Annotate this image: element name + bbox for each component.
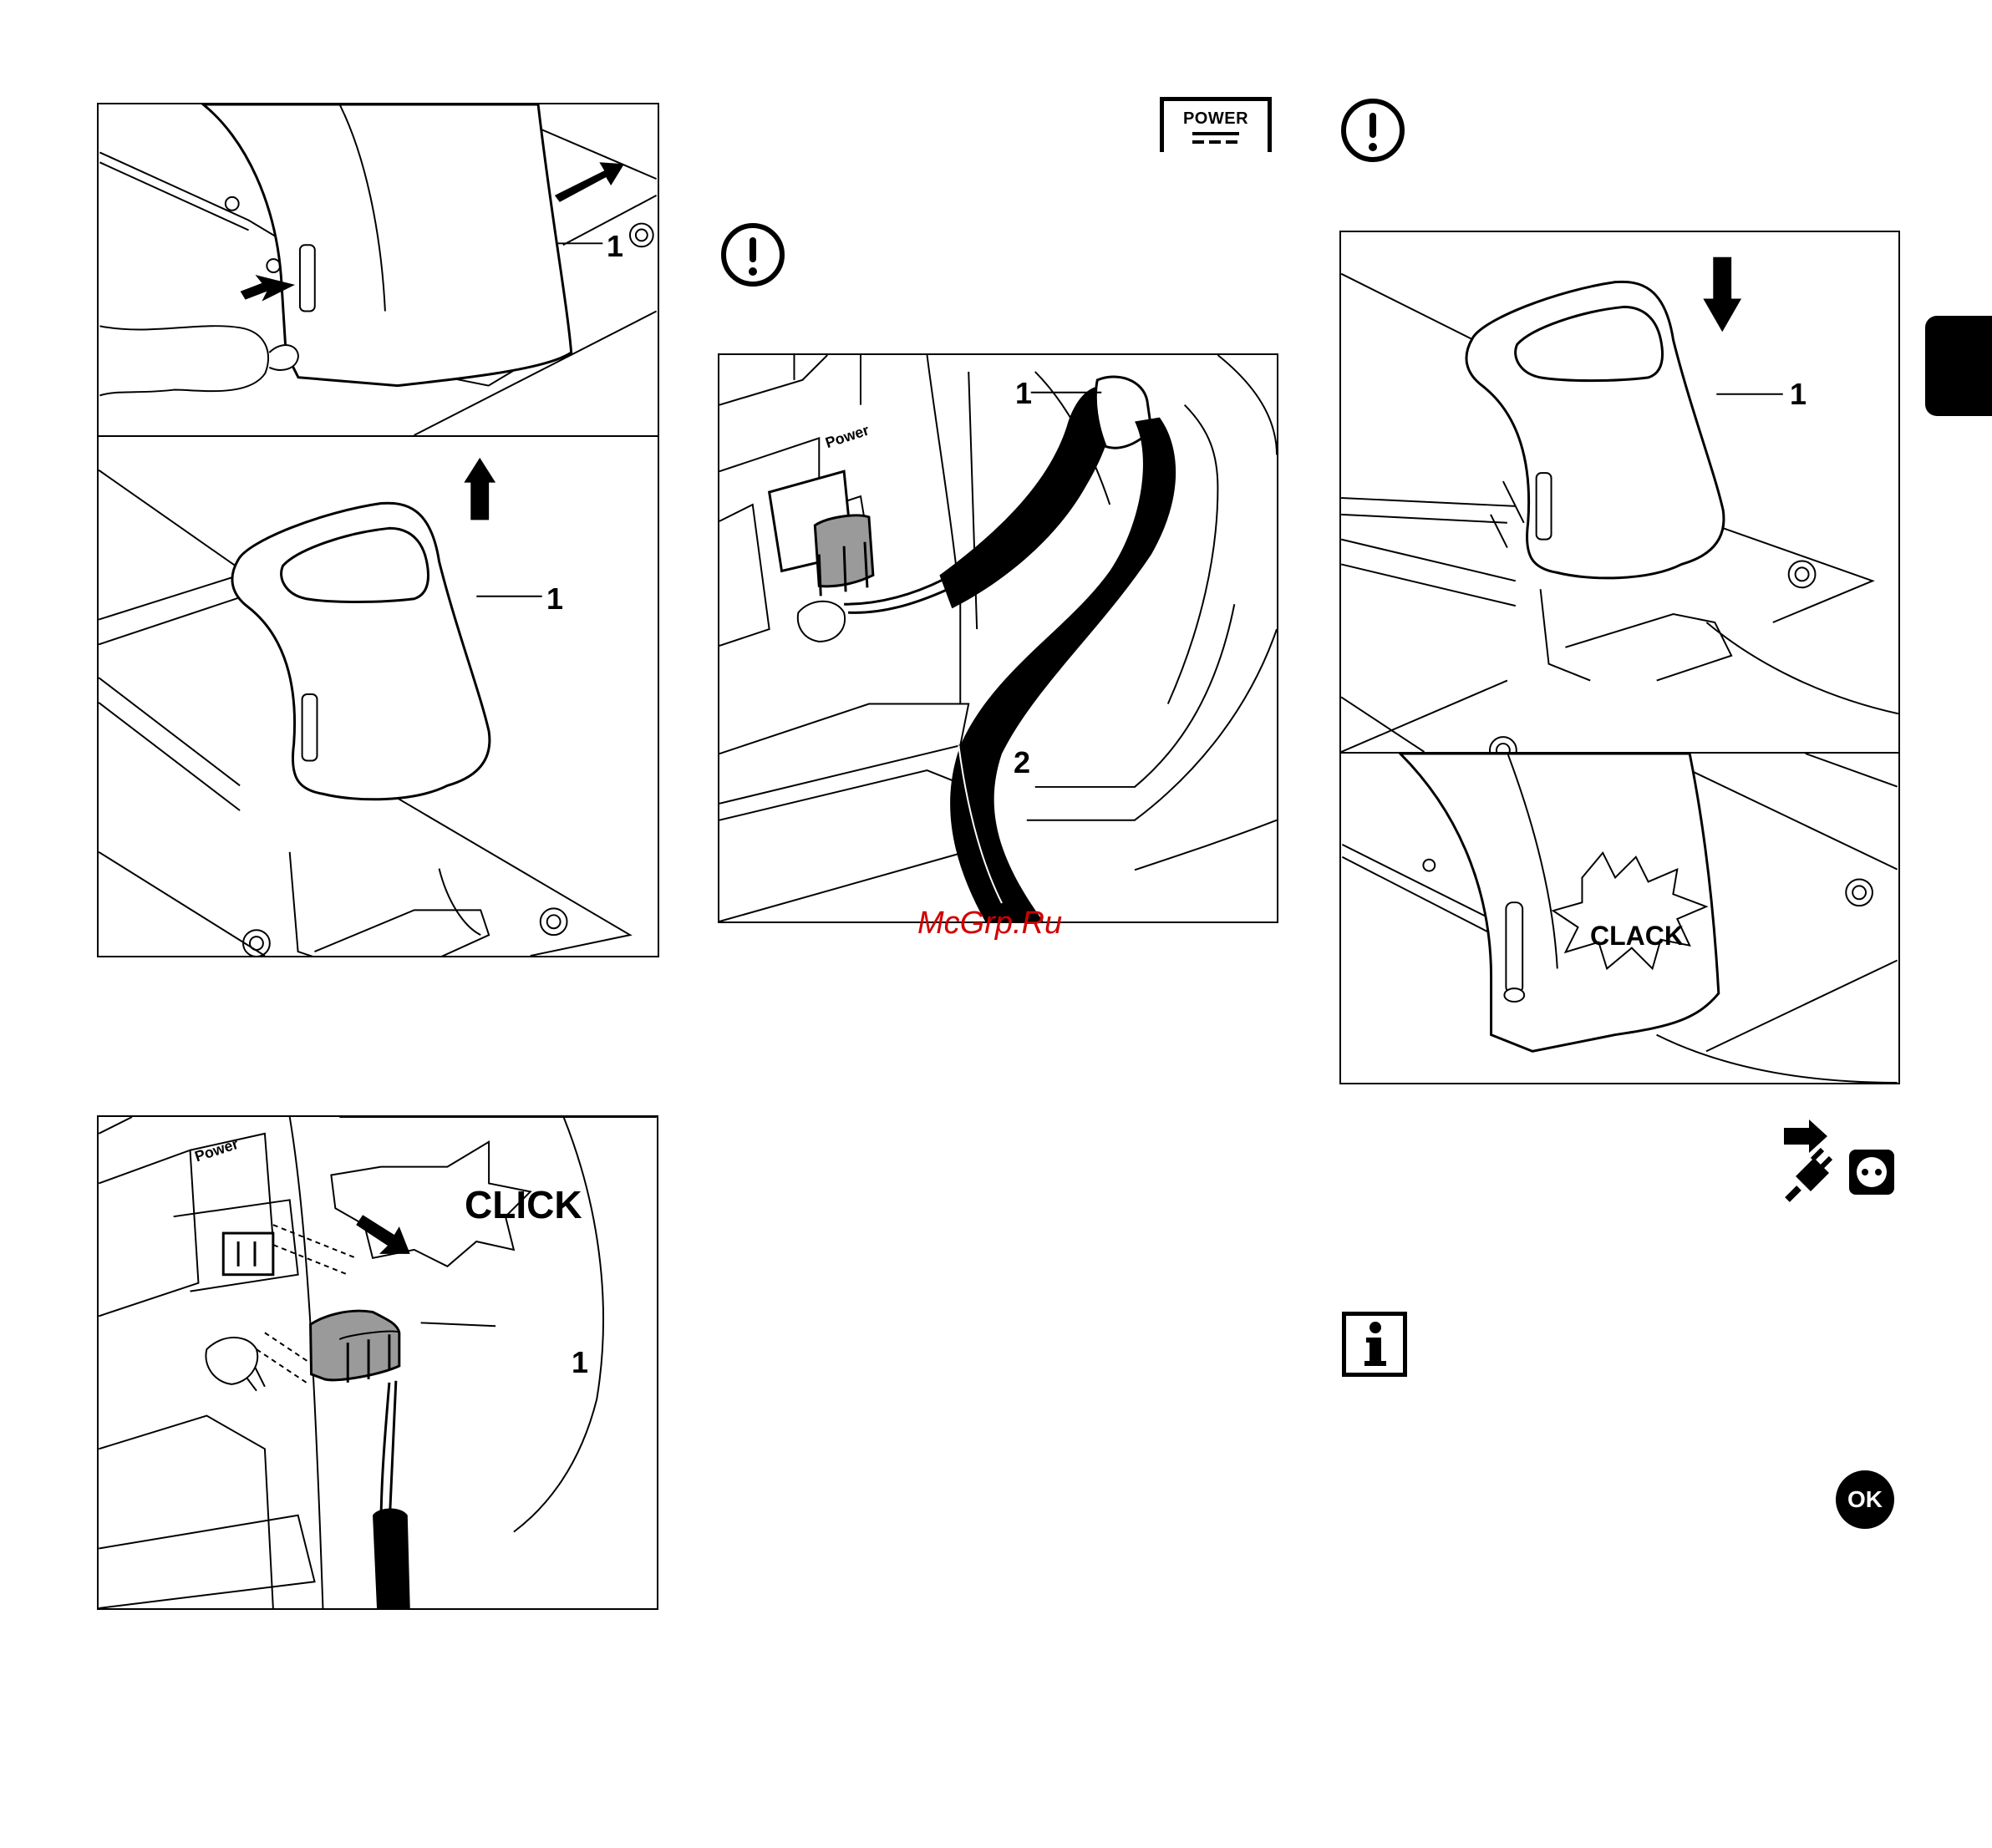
figure-lift-cover: 1: [97, 435, 659, 957]
info-icon: [1342, 1312, 1407, 1377]
warning-icon: [1341, 99, 1405, 162]
section-tab-marker: [1925, 316, 1992, 416]
clack-sound-label: CLACK: [1590, 922, 1684, 949]
callout-1: 1: [1790, 379, 1807, 409]
ok-icon: OK: [1836, 1470, 1894, 1529]
callout-1: 1: [546, 584, 563, 614]
plug-into-socket-icon: [1784, 1118, 1898, 1206]
warning-icon: [721, 223, 785, 287]
power-symbol-icon: POWER: [1160, 97, 1272, 152]
power-plate-label: Power: [193, 1135, 241, 1165]
illustration-lift-cover: [99, 437, 658, 956]
figure-plug-connector: Power CLICK 1: [97, 1115, 658, 1610]
click-sound-label: CLICK: [465, 1185, 582, 1224]
power-symbol-label: POWER: [1164, 109, 1268, 129]
power-plate-label: Power: [823, 422, 871, 452]
callout-1: 1: [572, 1348, 588, 1378]
callout-1: 1: [607, 231, 623, 261]
callout-1: 1: [1015, 378, 1032, 409]
figure-cover-clack: CLACK: [1339, 752, 1900, 1084]
callout-2: 2: [1014, 748, 1030, 778]
figure-lower-cover: 1: [1339, 231, 1900, 754]
illustration-release-cover: [99, 104, 658, 435]
figure-release-cover: 1: [97, 103, 659, 437]
illustration-lower-cover: [1341, 232, 1898, 752]
illustration-cover-clack: [1341, 754, 1898, 1083]
watermark: McGrp.Ru: [917, 907, 1062, 939]
figure-cable-routing: Power 1 2: [718, 353, 1278, 923]
illustration-cable-routing: Power: [719, 355, 1277, 921]
